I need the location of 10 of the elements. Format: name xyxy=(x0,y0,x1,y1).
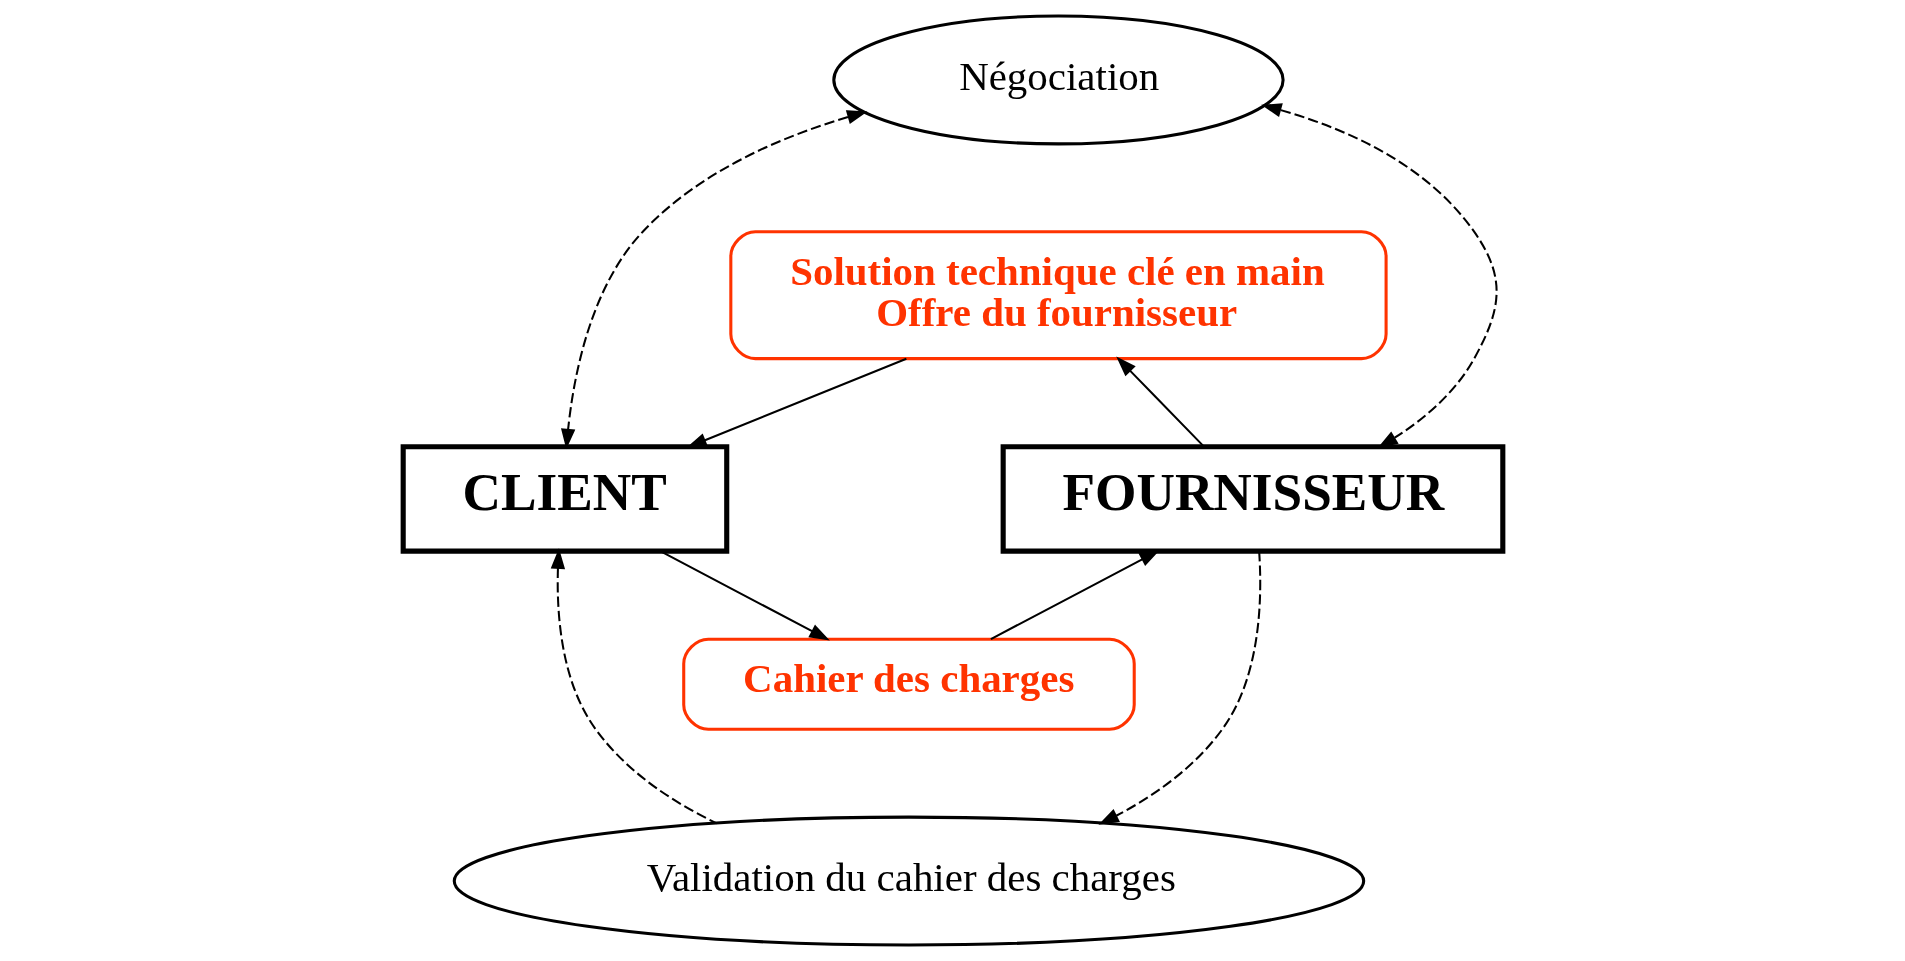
node-box: FOURNISSEUR xyxy=(1000,444,1505,554)
node-box: Solution technique clé en main Offre du fournisseur xyxy=(728,230,1388,361)
node-ellipse: Validation du cahier des charges xyxy=(452,815,1365,947)
arrow xyxy=(1097,551,1261,825)
arrow xyxy=(550,548,717,825)
arrow xyxy=(989,550,1160,640)
arrow xyxy=(1115,356,1205,448)
arrow xyxy=(659,550,830,641)
node-box: CLIENT xyxy=(400,444,729,554)
node-box: Cahier des charges xyxy=(681,637,1136,731)
